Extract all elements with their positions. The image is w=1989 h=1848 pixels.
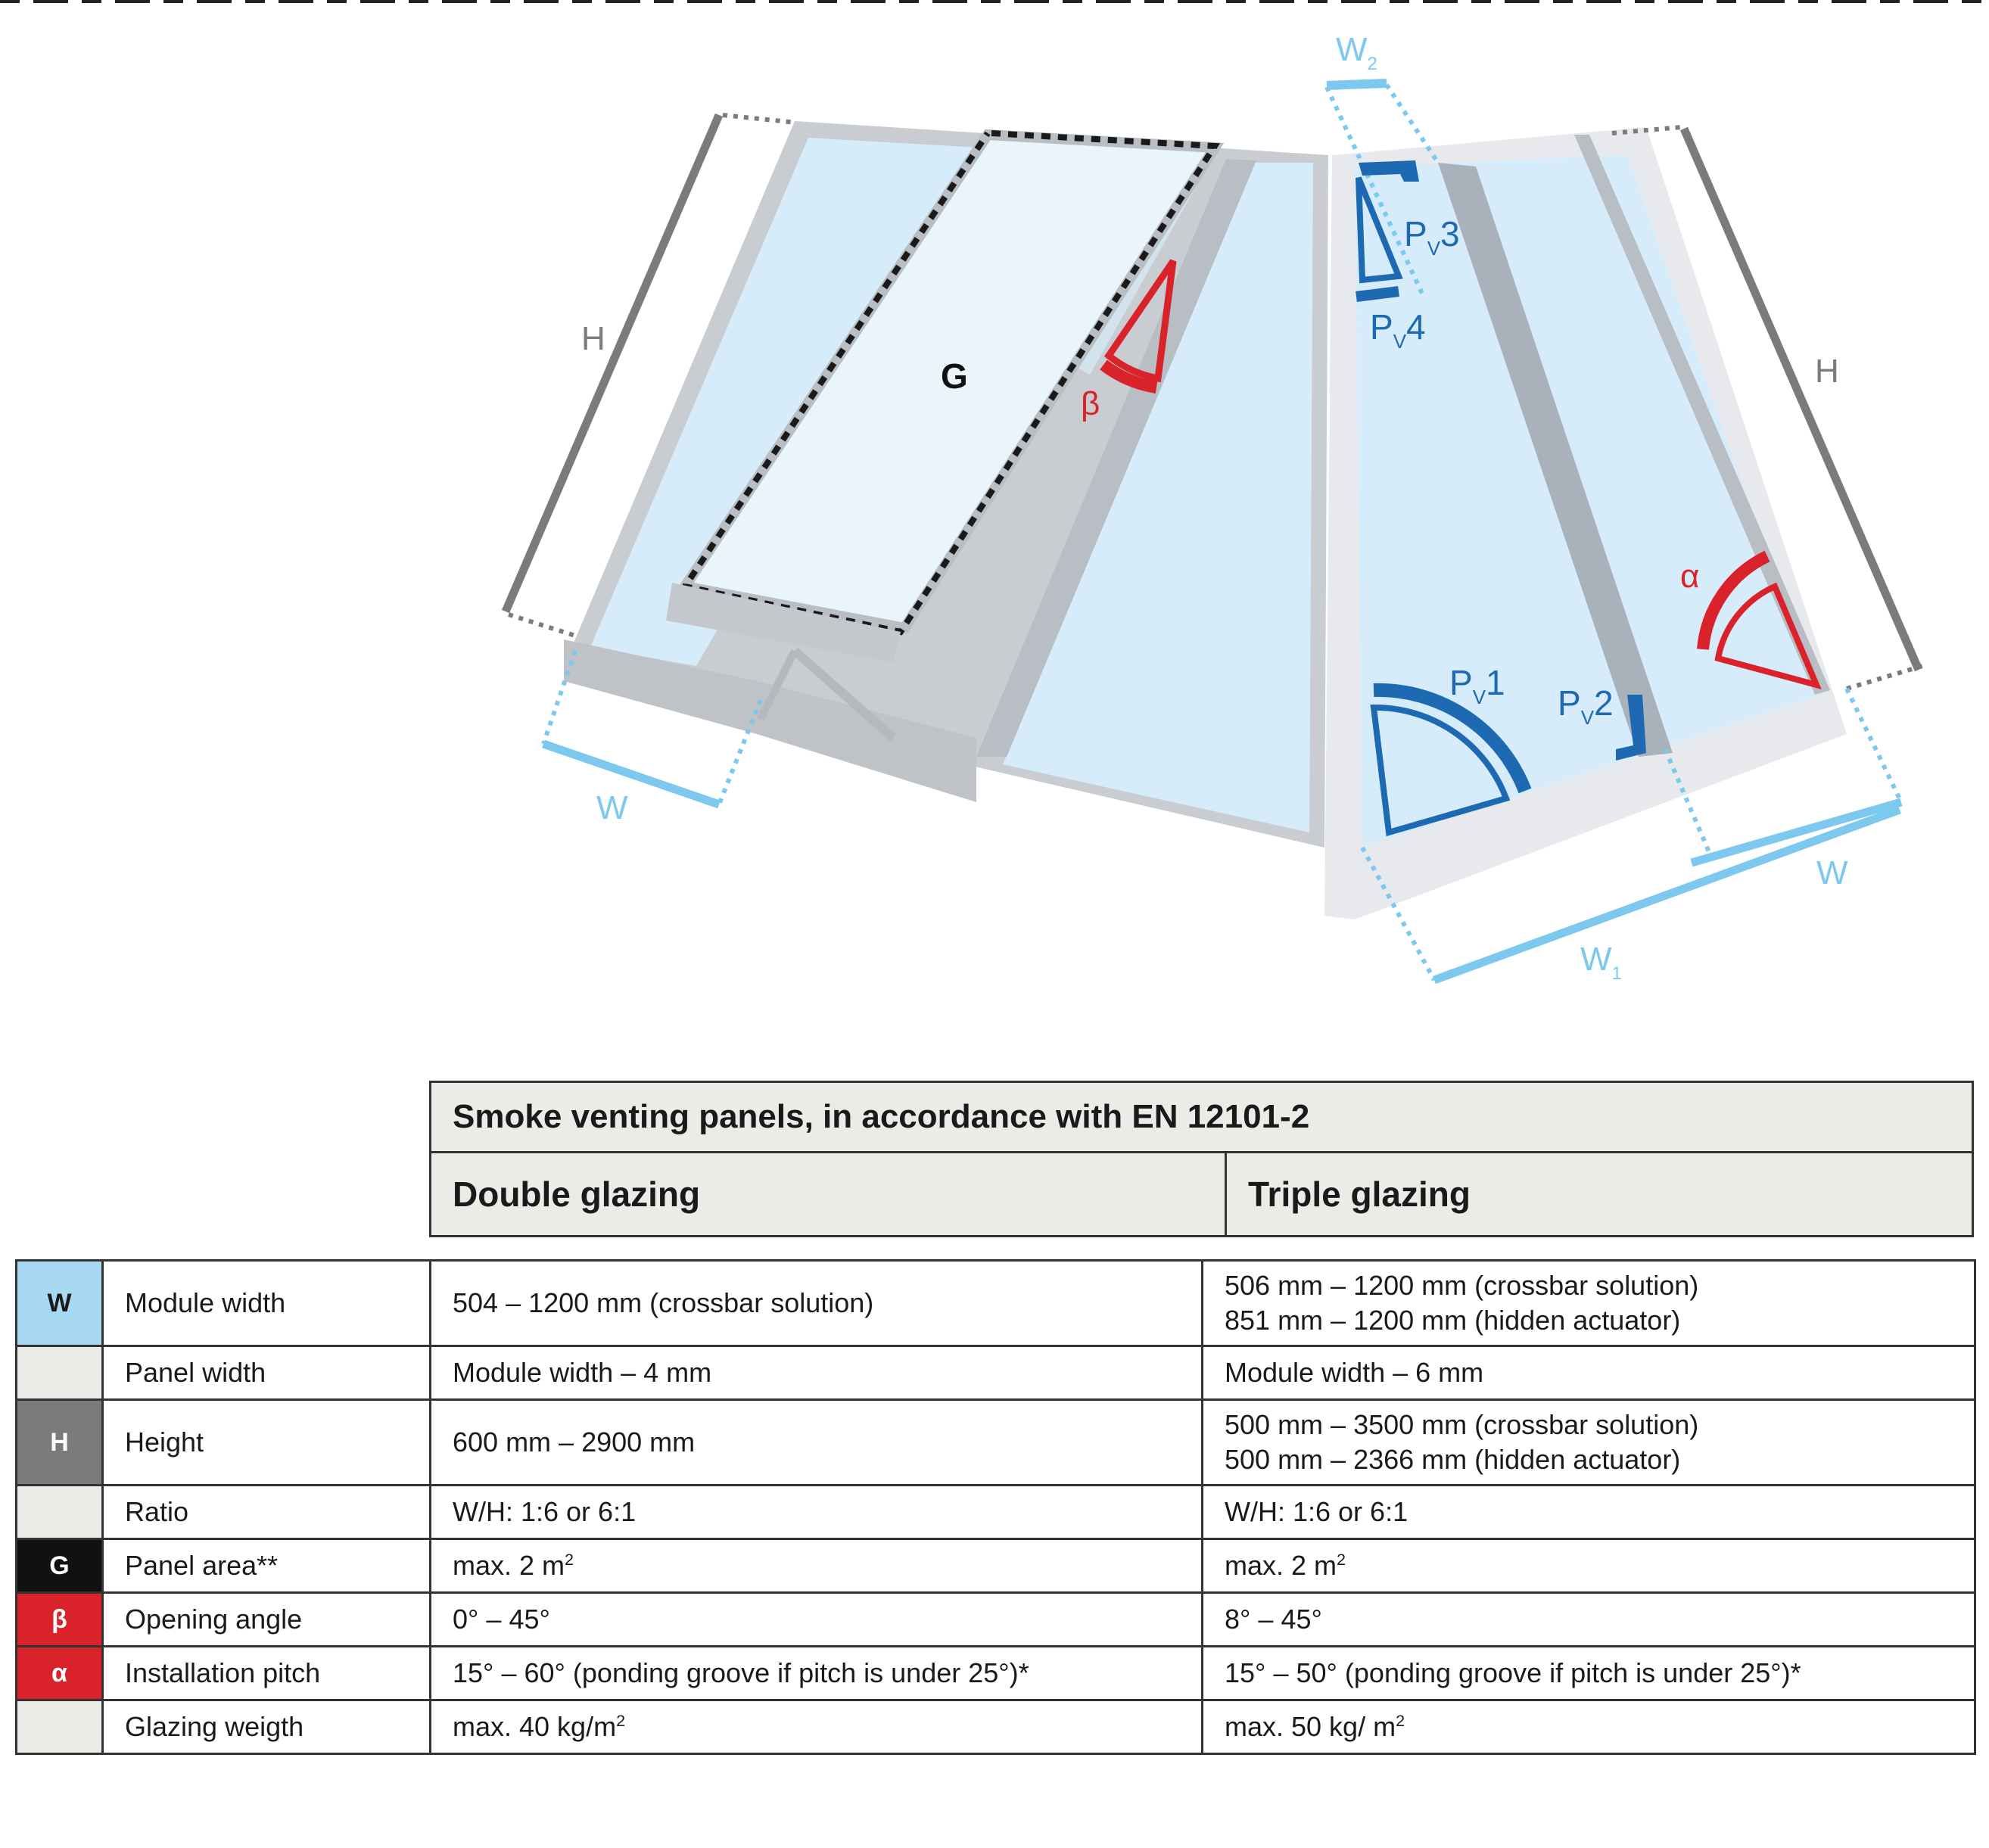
label-w-left: W: [596, 789, 628, 826]
triple-value: 8° – 45°: [1201, 1591, 1976, 1647]
spec-table: W Module width 504 – 1200 mm (crossbar s…: [15, 1259, 1976, 1755]
height-dim-right: [1679, 126, 1923, 672]
width-dim-w1: [1433, 805, 1901, 985]
table-row: Glazing weigth max. 40 kg/m2 max. 50 kg/…: [15, 1699, 1976, 1755]
symbol-g: G: [15, 1538, 104, 1594]
label-h-left: H: [581, 320, 605, 357]
label-h-right: H: [1815, 353, 1839, 390]
double-value: Module width – 4 mm: [429, 1345, 1203, 1401]
roof-window-diagram: H H W W W1 W2 G β α PV1 PV2 PV3 PV4: [501, 31, 1923, 985]
pv2-marker: [1616, 695, 1646, 761]
table-row: Ratio W/H: 1:6 or 6:1 W/H: 1:6 or 6:1: [15, 1484, 1976, 1540]
width-dim-w2: [1326, 79, 1387, 90]
alpha-angle-marker: [1714, 582, 1822, 689]
triple-value: 15° – 50° (ponding groove if pitch is un…: [1201, 1645, 1976, 1701]
sash-bottom: [666, 583, 901, 662]
column-double-glazing: Double glazing: [429, 1151, 1227, 1237]
table-row: α Installation pitch 15° – 60° (ponding …: [15, 1645, 1976, 1701]
triple-value: 506 mm – 1200 mm (crossbar solution)851 …: [1201, 1259, 1976, 1347]
column-triple-glazing: Triple glazing: [1225, 1151, 1974, 1237]
label-w2: W2: [1336, 31, 1377, 74]
cropped-text-line: [0, 0, 1989, 9]
triple-value: max. 2 m2: [1201, 1538, 1976, 1594]
table-row: Panel width Module width – 4 mm Module w…: [15, 1345, 1976, 1401]
triple-value: 500 mm – 3500 mm (crossbar solution)500 …: [1201, 1398, 1976, 1486]
table-row: H Height 600 mm – 2900 mm 500 mm – 3500 …: [15, 1398, 1976, 1486]
double-value: 504 – 1200 mm (crossbar solution): [429, 1259, 1203, 1347]
label-beta: β: [1081, 385, 1100, 422]
symbol-blank: [15, 1345, 104, 1401]
symbol-alpha: α: [15, 1645, 104, 1701]
label-w1: W1: [1580, 941, 1622, 984]
beta-angle-marker: [1103, 259, 1177, 383]
row-label: Ratio: [101, 1484, 431, 1540]
row-label: Height: [101, 1398, 431, 1486]
double-value: max. 40 kg/m2: [429, 1699, 1203, 1755]
width-dim-right: [1690, 798, 1903, 867]
row-label: Opening angle: [101, 1591, 431, 1647]
label-pv3: PV3: [1404, 214, 1460, 260]
label-pv4: PV4: [1370, 307, 1426, 353]
label-g: G: [941, 356, 968, 396]
triple-value: max. 50 kg/ m2: [1201, 1699, 1976, 1755]
left-glass-3: [1003, 163, 1313, 832]
right-module: [1324, 79, 1923, 985]
left-module: [501, 113, 1328, 848]
label-pv2: PV2: [1558, 683, 1614, 729]
double-value: 0° – 45°: [429, 1591, 1203, 1647]
pv1-marker: [1370, 704, 1511, 837]
row-label: Module width: [101, 1259, 431, 1347]
label-pv1: PV1: [1449, 663, 1505, 708]
right-mullion: [1438, 163, 1673, 757]
row-label: Glazing weigth: [101, 1699, 431, 1755]
symbol-blank: [15, 1699, 104, 1755]
height-dim-left: [501, 113, 724, 614]
actuator-strut: [792, 647, 896, 742]
double-value: max. 2 m2: [429, 1538, 1203, 1594]
pv4-marker: [1356, 176, 1403, 284]
table-row: W Module width 504 – 1200 mm (crossbar s…: [15, 1259, 1976, 1347]
triple-value: Module width – 6 mm: [1201, 1345, 1976, 1401]
left-sill: [564, 639, 976, 802]
spec-table-header: Smoke venting panels, in accordance with…: [429, 1081, 1974, 1237]
double-value: 600 mm – 2900 mm: [429, 1398, 1203, 1486]
row-label: Installation pitch: [101, 1645, 431, 1701]
symbol-blank: [15, 1484, 104, 1540]
table-row: G Panel area** max. 2 m2 max. 2 m2: [15, 1538, 1976, 1594]
double-value: 15° – 60° (ponding groove if pitch is un…: [429, 1645, 1203, 1701]
symbol-w: W: [15, 1259, 104, 1347]
row-label: Panel width: [101, 1345, 431, 1401]
label-alpha: α: [1680, 558, 1699, 595]
label-w-right: W: [1816, 854, 1848, 891]
triple-value: W/H: 1:6 or 6:1: [1201, 1484, 1976, 1540]
left-mullion: [976, 159, 1256, 757]
symbol-beta: β: [15, 1591, 104, 1647]
width-dim-left: [542, 739, 721, 809]
symbol-h: H: [15, 1398, 104, 1486]
pv3-marker: [1359, 160, 1419, 182]
table-title: Smoke venting panels, in accordance with…: [429, 1081, 1974, 1153]
double-value: W/H: 1:6 or 6:1: [429, 1484, 1203, 1540]
row-label: Panel area**: [101, 1538, 431, 1594]
table-row: β Opening angle 0° – 45° 8° – 45°: [15, 1591, 1976, 1647]
